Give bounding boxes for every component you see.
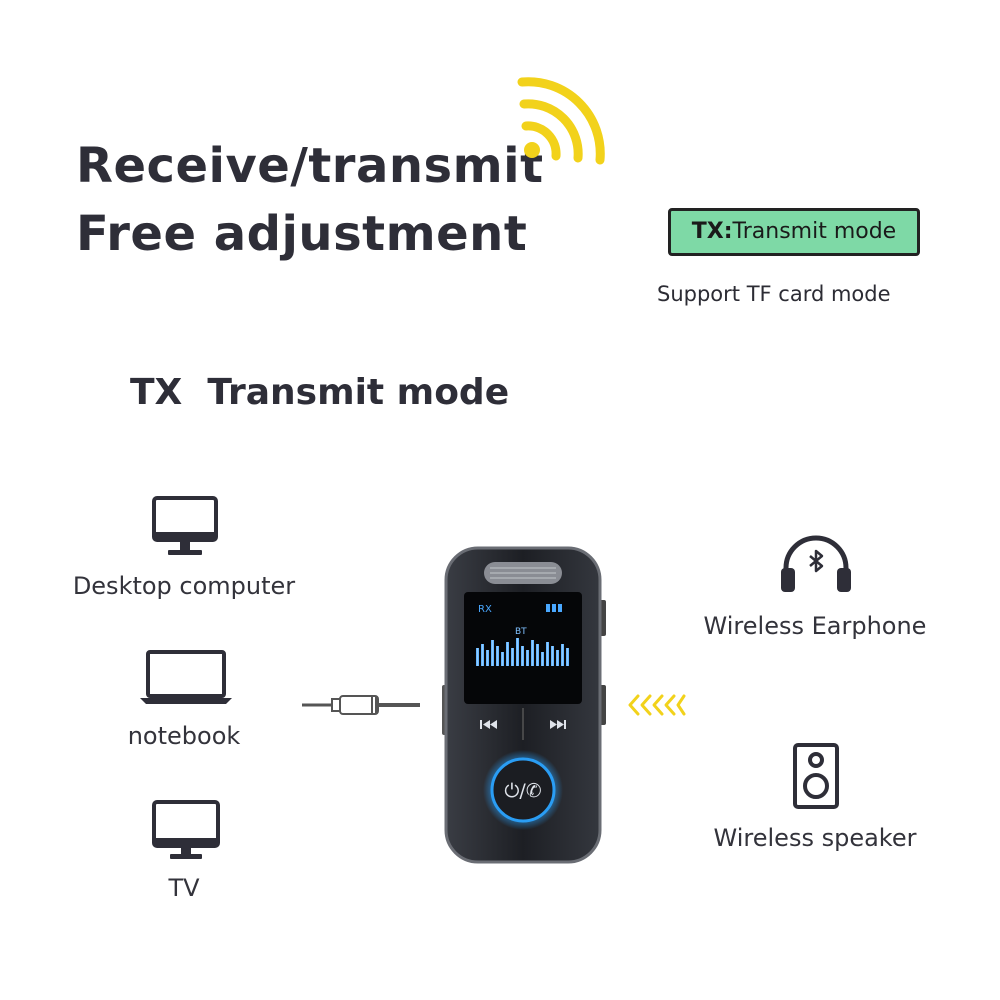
badge-text: Transmit mode (732, 219, 897, 244)
mode-badge: TX:Transmit mode (668, 208, 920, 256)
speaker-icon (792, 742, 840, 810)
direction-arrows-icon (626, 692, 686, 718)
support-text: Support TF card mode (657, 282, 891, 306)
tv-icon (152, 800, 220, 862)
headline: Receive/transmit Free adjustment (76, 132, 544, 268)
laptop-icon (138, 650, 234, 706)
bluetooth-headphone-icon (778, 534, 854, 596)
headline-line-2: Free adjustment (76, 206, 528, 262)
section-title: TX Transmit mode (130, 372, 510, 413)
audio-cable-icon (298, 690, 422, 720)
output-label-earphone: Wireless Earphone (703, 612, 927, 640)
wireless-signal-icon (512, 70, 612, 170)
headline-line-1: Receive/transmit (76, 138, 544, 194)
badge-prefix: TX: (691, 219, 733, 244)
source-label-desktop: Desktop computer (72, 572, 296, 600)
screen-rx-label: RX (478, 604, 492, 615)
source-label-notebook: notebook (127, 722, 241, 750)
desktop-icon (152, 496, 218, 558)
source-label-tv: TV (168, 874, 200, 902)
screen-bt-label: BT (515, 627, 527, 637)
bluetooth-device: RX BT ⏻/✆ (438, 540, 618, 870)
svg-text:⏻/✆: ⏻/✆ (504, 780, 541, 802)
output-label-speaker: Wireless speaker (713, 824, 917, 852)
